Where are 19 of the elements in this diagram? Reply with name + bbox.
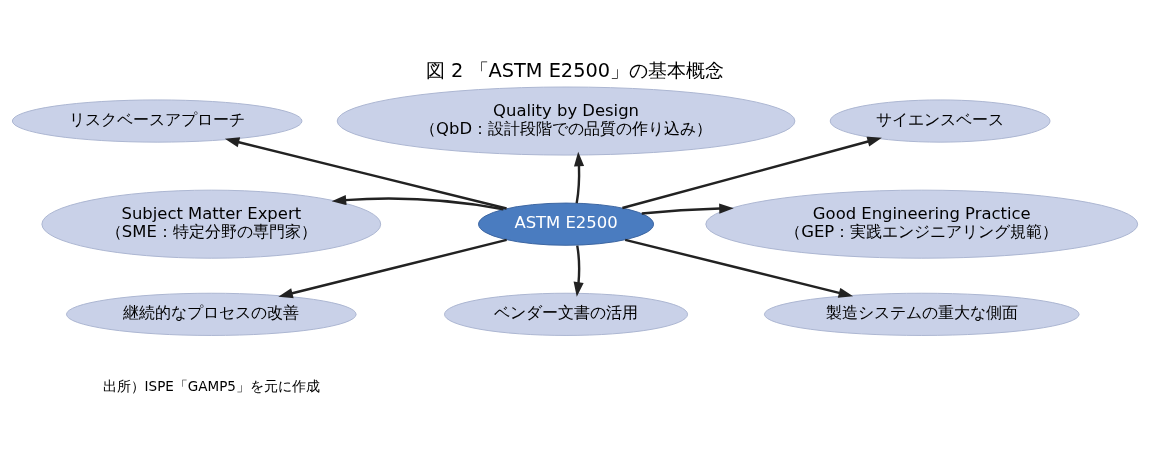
node-ellipse: Subject Matter Expert （SME：特定分野の専門家）	[41, 189, 382, 259]
node-ellipse: リスクベースアプローチ	[11, 99, 303, 143]
node-ellipse: サイエンスベース	[829, 99, 1051, 143]
arrow	[624, 238, 854, 298]
node-ellipse: Good Engineering Practice （GEP：実践エンジニアリング規範）	[705, 189, 1139, 259]
arrow	[641, 203, 734, 215]
arrow	[573, 151, 585, 204]
arrow	[278, 238, 507, 299]
arrow	[622, 136, 882, 210]
node-ellipse: ベンダー文書の活用	[444, 292, 689, 336]
node-ellipse: 継続的なプロセスの改善	[66, 292, 357, 336]
arrow	[573, 245, 584, 297]
node-ellipse: 製造システムの重大な側面	[763, 292, 1080, 336]
caption: 出所）ISPE「GAMP5」を元に作成	[102, 378, 320, 395]
arrow	[224, 137, 507, 210]
node-ellipse: Quality by Design （QbD：設計段階での品質の作り込み）	[336, 86, 796, 156]
arrow	[331, 194, 504, 211]
diagram-title: 図 2 「ASTM E2500」の基本概念	[425, 59, 725, 83]
node-ellipse: ASTM E2500	[478, 202, 655, 246]
